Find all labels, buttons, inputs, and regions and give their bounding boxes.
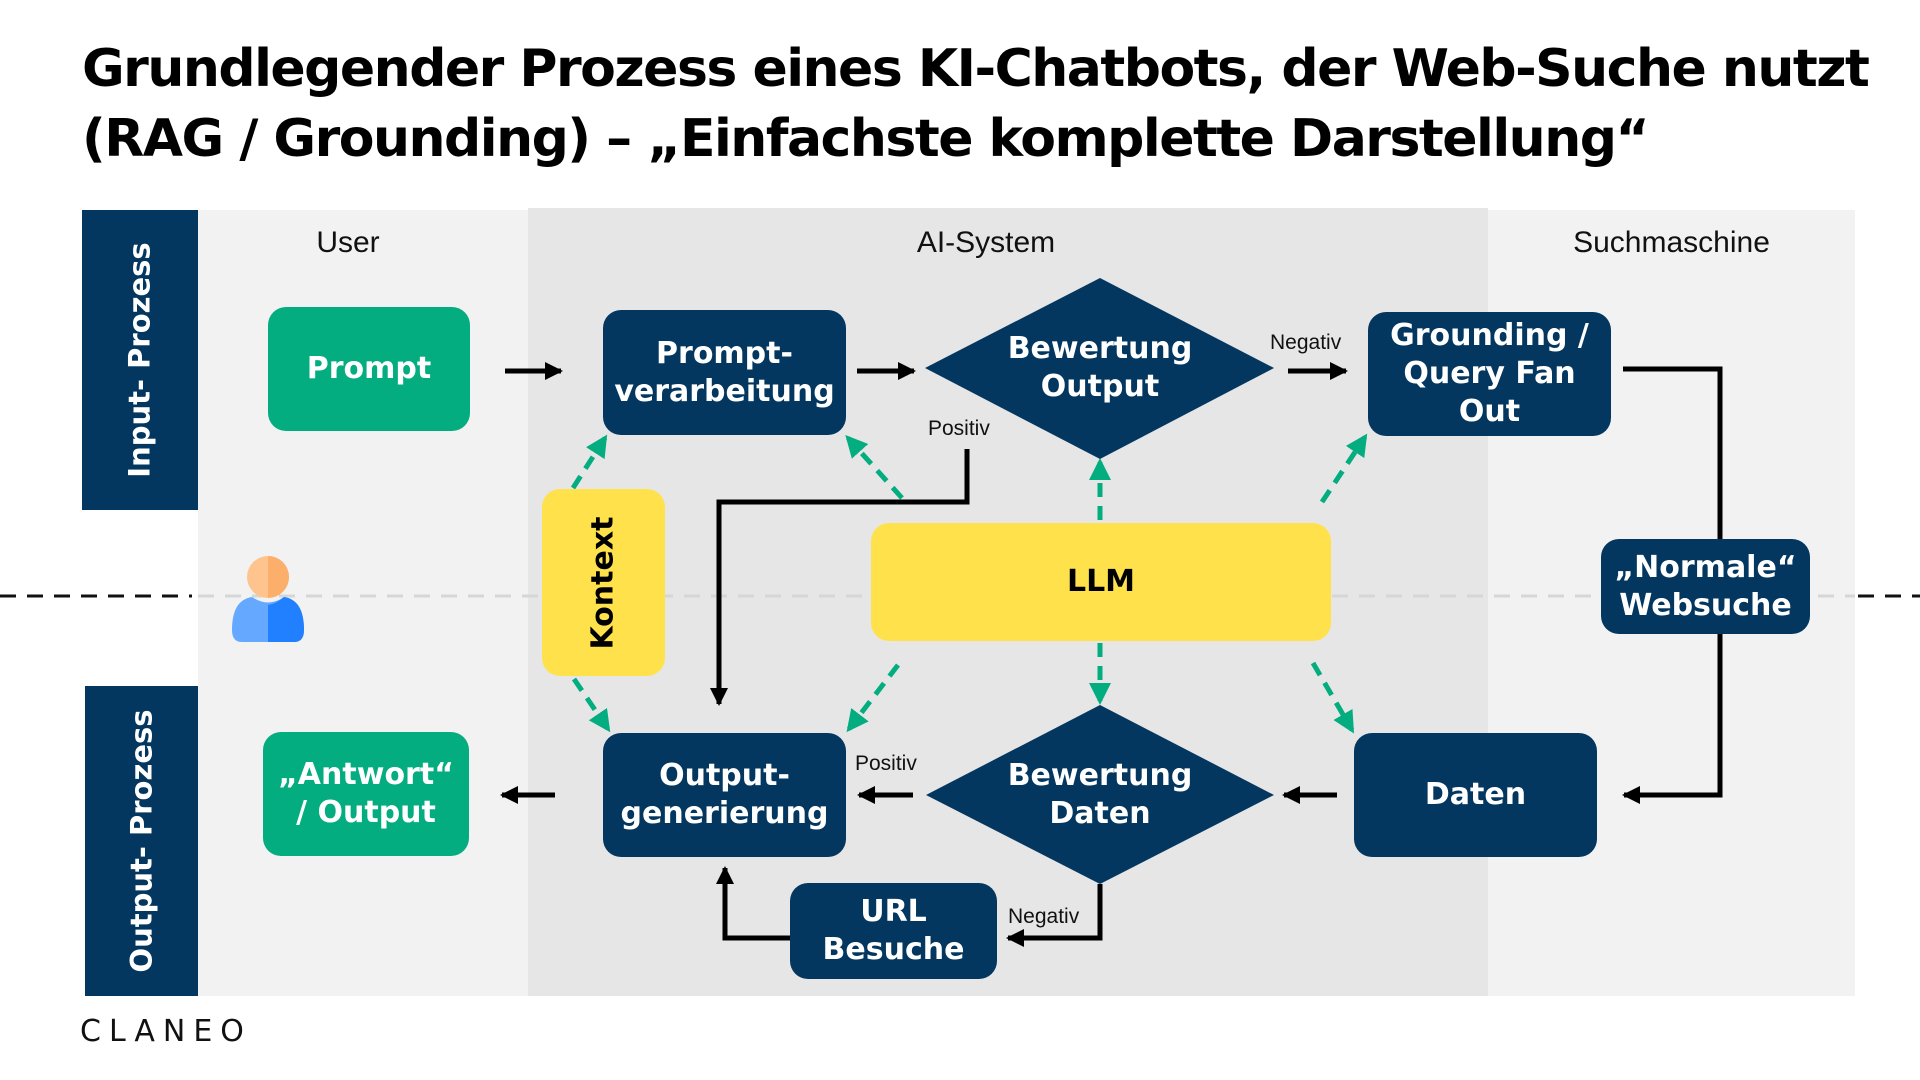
edge-label-eval-output-negative: Negativ [1270, 331, 1342, 354]
node-grounding: Grounding / Query Fan Out [1368, 312, 1611, 436]
lane-input-label: Input- Prozess [123, 242, 158, 478]
node-prompt-processing: Prompt- verarbeitung [603, 310, 846, 435]
node-context-label: Kontext [585, 515, 621, 650]
node-normal-websearch: „Normale“ Websuche [1601, 539, 1810, 634]
node-answer-output: „Antwort“ / Output [263, 732, 469, 856]
node-llm: LLM [871, 523, 1331, 641]
node-prompt-label: Prompt [306, 351, 432, 386]
node-data-label: Daten [1424, 777, 1527, 812]
node-normal-websearch-label: „Normale“ Websuche [1614, 549, 1797, 623]
node-data: Daten [1354, 733, 1597, 857]
edge-label-eval-data-positive: Positiv [855, 752, 917, 775]
column-label-ai-system: AI-System [916, 226, 1056, 259]
column-label-search-engine: Suchmaschine [1573, 226, 1770, 259]
node-output-generation: Output- generierung [603, 733, 846, 857]
node-evaluate-data-label: Bewertung Daten [1007, 758, 1193, 831]
lane-input-process: Input- Prozess [82, 210, 198, 510]
page-title: Grundlegender Prozess eines KI-Chatbots,… [82, 39, 1870, 169]
node-context: Kontext [542, 489, 665, 676]
lane-output-label: Output- Prozess [124, 709, 159, 973]
edge-label-eval-output-positive: Positiv [928, 417, 990, 440]
node-url-visits-label: URL Besuche [822, 894, 965, 967]
claneo-logo: CLANEO [80, 1014, 252, 1049]
lane-output-process: Output- Prozess [85, 686, 198, 996]
edge-label-eval-data-negative: Negativ [1008, 905, 1080, 928]
node-llm-label: LLM [1066, 564, 1136, 599]
node-evaluate-output-label: Bewertung Output [1007, 331, 1193, 404]
column-label-user: User [316, 226, 380, 259]
node-grounding-label: Grounding / Query Fan Out [1390, 318, 1589, 429]
node-prompt-processing-label: Prompt- verarbeitung [614, 335, 835, 409]
node-url-visits: URL Besuche [790, 883, 997, 979]
node-answer-output-label: „Antwort“ / Output [278, 757, 454, 830]
node-output-generation-label: Output- generierung [620, 758, 829, 831]
node-prompt: Prompt [268, 307, 470, 431]
